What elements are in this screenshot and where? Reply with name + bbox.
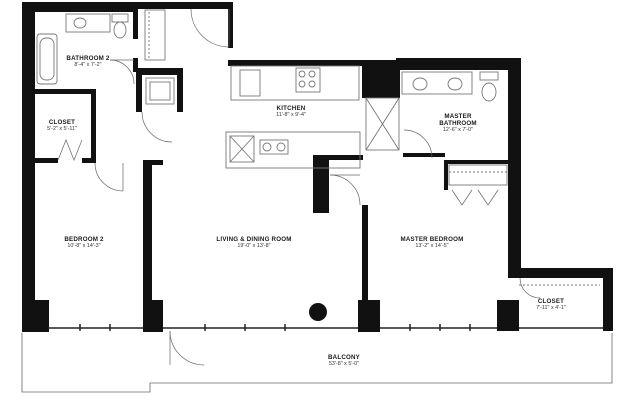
room-name: BEDROOM 2	[64, 236, 104, 243]
room-label-master-bathroom: MASTER BATHROOM 12'-6" x 7'-0"	[439, 113, 477, 133]
room-name: BATHROOM 2	[66, 55, 110, 62]
room-dimensions: 53'-8" x 5'-0"	[328, 361, 360, 368]
room-name: MASTER BEDROOM	[400, 236, 464, 243]
room-name: BATHROOM	[439, 120, 477, 128]
room-name: MASTER	[444, 113, 472, 120]
room-name: CLOSET	[537, 298, 565, 305]
room-name: LIVING & DINING ROOM	[216, 236, 292, 243]
walls	[22, 2, 613, 332]
room-label-master-bedroom: MASTER BEDROOM 13'-2" x 14'-5"	[401, 236, 464, 249]
room-dimensions: 5'-2" x 5'-11"	[47, 126, 77, 133]
room-label-closet-left: CLOSET 5'-2" x 5'-11"	[47, 119, 77, 132]
room-name: BALCONY	[328, 354, 360, 361]
room-label-bedroom2: BEDROOM 2 10'-8" x 14'-3"	[64, 236, 103, 249]
room-dimensions: 11'-8" x 9'-4"	[276, 112, 306, 119]
room-dimensions: 13'-2" x 14'-5"	[415, 243, 449, 250]
room-label-living-dining: LIVING & DINING ROOM 19'-0" x 13'-8"	[216, 236, 291, 249]
room-dimensions: 7'-11" x 4'-1"	[536, 305, 566, 312]
room-name: CLOSET	[48, 119, 76, 126]
room-dimensions: 8'-4" x 7'-2"	[74, 62, 102, 69]
room-dimensions: 10'-8" x 14'-3"	[67, 243, 101, 250]
room-dimensions: 12'-6" x 7'-0"	[442, 127, 474, 134]
balcony	[21, 333, 613, 393]
room-name: KITCHEN	[276, 105, 306, 112]
doors	[57, 8, 541, 366]
room-dimensions: 19'-0" x 13'-8"	[237, 243, 271, 250]
room-label-closet-right: CLOSET 7'-11" x 4'-1"	[536, 298, 566, 311]
structural-column	[309, 303, 327, 321]
room-label-balcony: BALCONY 53'-8" x 5'-0"	[328, 354, 360, 367]
room-label-kitchen: KITCHEN 11'-8" x 9'-4"	[276, 105, 306, 118]
fixtures	[36, 9, 600, 286]
window-mullions	[79, 324, 471, 331]
room-label-bathroom2: BATHROOM 2 8'-4" x 7'-2"	[66, 55, 109, 68]
